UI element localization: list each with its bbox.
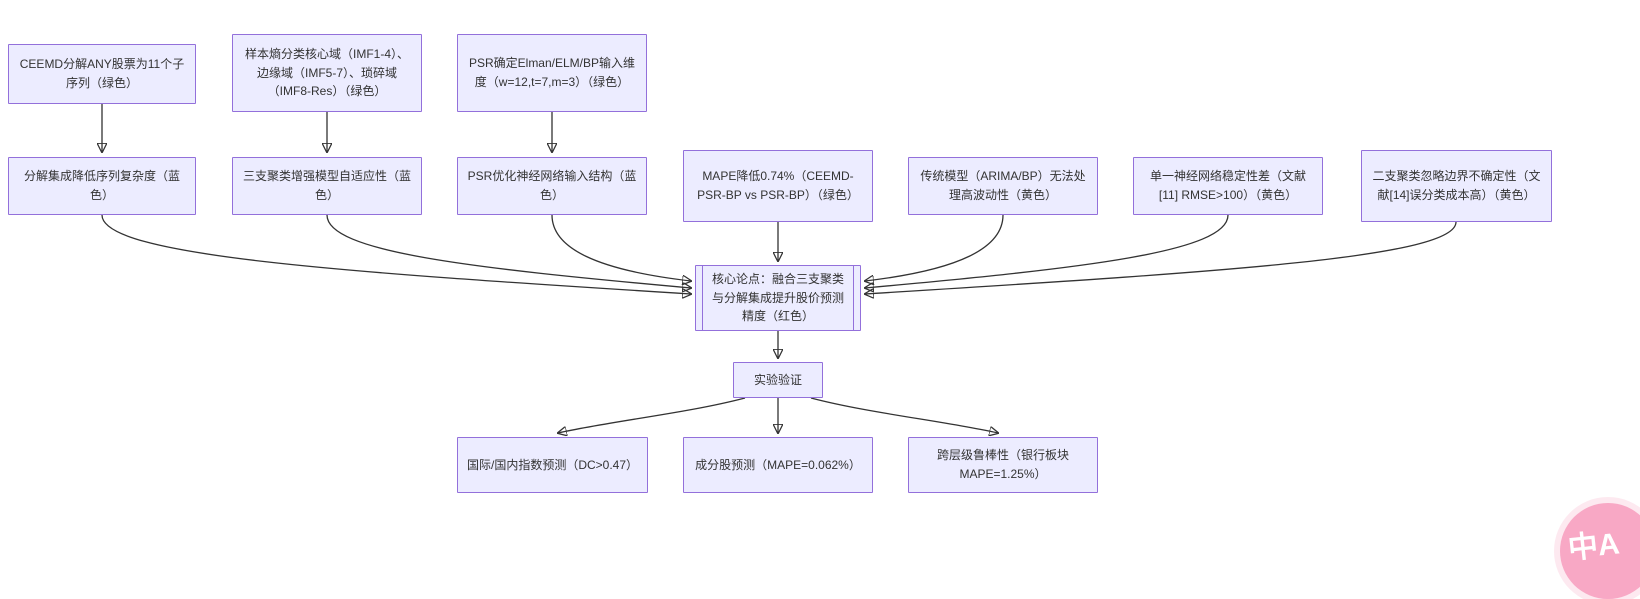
node-traditional-model-limitation: 传统模型（ARIMA/BP）无法处理高波动性（黄色） (908, 157, 1098, 215)
edge-J-core (865, 221, 1457, 294)
edge-layer (0, 104, 1457, 574)
node-ceemd-decomposition: CEEMD分解ANY股票为11个子序列（绿色） (8, 44, 196, 104)
translate-badge[interactable]: 中A (1560, 503, 1640, 599)
edge-E-core (326, 214, 691, 288)
node-core-thesis: 核心论点：融合三支聚类与分解集成提升股价预测精度（红色） (695, 265, 861, 331)
node-mape-reduction: MAPE降低0.74%（CEEMD-PSR-BP vs PSR-BP）（绿色） (683, 150, 873, 222)
node-two-way-clustering-limitation: 二支聚类忽略边界不确定性（文献[14]误分类成本高）（黄色） (1361, 150, 1552, 222)
node-single-nn-instability: 单一神经网络稳定性差（文献[11] RMSE>100）（黄色） (1133, 157, 1323, 215)
edge-D-core (101, 214, 691, 294)
edge-F-core (551, 214, 691, 281)
edge-exp-M (810, 397, 998, 433)
edge-I-core (865, 214, 1229, 288)
node-sample-entropy-classification: 样本熵分类核心域（IMF1-4）、边缘域（IMF5-7）、琐碎域（IMF8-Re… (232, 34, 422, 112)
node-index-prediction: 国际/国内指数预测（DC>0.47） (457, 437, 648, 493)
node-decomposition-reduces-complexity: 分解集成降低序列复杂度（蓝色） (8, 157, 196, 215)
node-three-way-clustering-adaptivity: 三支聚类增强模型自适应性（蓝色） (232, 157, 422, 215)
node-experimental-validation: 实验验证 (733, 362, 823, 398)
edge-exp-K (558, 397, 746, 433)
node-constituent-stock-prediction: 成分股预测（MAPE=0.062%） (683, 437, 873, 493)
edge-H-core (865, 214, 1004, 281)
flowchart-canvas: CEEMD分解ANY股票为11个子序列（绿色） 样本熵分类核心域（IMF1-4）… (0, 34, 1640, 599)
translate-badge-label: 中A (1566, 527, 1622, 566)
node-psr-optimizes-input-structure: PSR优化神经网络输入结构（蓝色） (457, 157, 647, 215)
node-psr-input-dimension: PSR确定Elman/ELM/BP输入维度（w=12,t=7,m=3）（绿色） (457, 34, 647, 112)
node-cross-level-robustness: 跨层级鲁棒性（银行板块MAPE=1.25%） (908, 437, 1098, 493)
